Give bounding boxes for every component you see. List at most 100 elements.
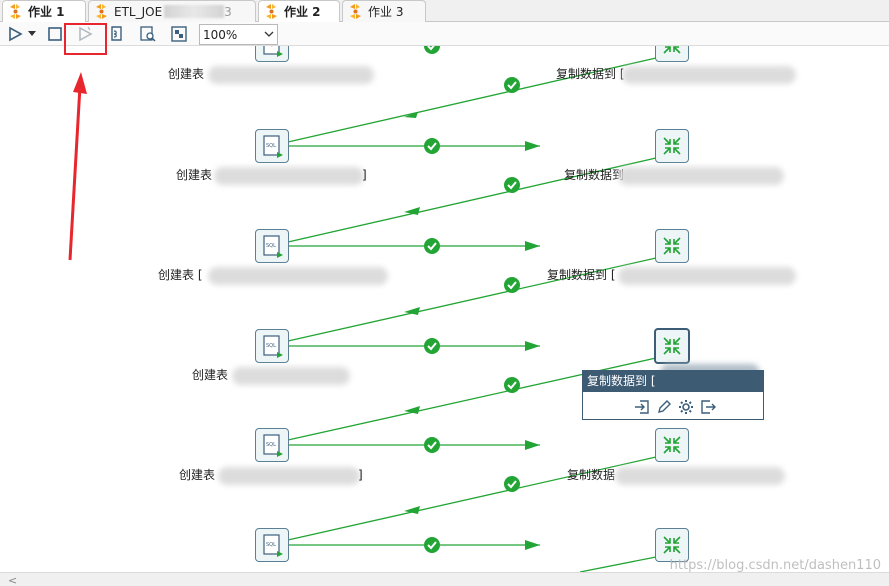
hop-arrow bbox=[525, 540, 540, 550]
svg-text:SQL: SQL bbox=[266, 143, 276, 149]
sql-script-icon: SQL bbox=[263, 534, 283, 557]
job-icon bbox=[266, 4, 277, 19]
sql-step-label: 创建表 bbox=[176, 168, 213, 182]
job-icon bbox=[350, 4, 361, 19]
label-bracket: ] bbox=[362, 168, 367, 182]
zoom-select[interactable]: 100% bbox=[199, 24, 278, 45]
svg-text:SQL: SQL bbox=[266, 243, 276, 249]
sql-step-label: 创建表 bbox=[192, 368, 229, 382]
annotation-arrow bbox=[68, 72, 87, 261]
tab-label: 作业 2 bbox=[284, 5, 321, 19]
success-check-icon bbox=[424, 138, 440, 154]
label-bracket: ] bbox=[358, 468, 363, 482]
tab-label-suffix: 3 bbox=[224, 4, 232, 19]
svg-text:SQL: SQL bbox=[266, 343, 276, 349]
redacted-text bbox=[218, 467, 360, 485]
run-button[interactable] bbox=[5, 24, 25, 44]
success-check-icon bbox=[424, 437, 440, 453]
hop-arrow bbox=[404, 112, 418, 118]
success-check-icon bbox=[424, 537, 440, 553]
job-icon bbox=[10, 4, 21, 19]
sql-script-icon: SQL bbox=[263, 434, 283, 457]
tab-job-1[interactable]: 作业 1 bbox=[2, 0, 86, 22]
copy-step-node[interactable] bbox=[655, 129, 689, 163]
copy-step-node[interactable] bbox=[655, 528, 689, 562]
sql-step-node[interactable]: SQL bbox=[255, 528, 289, 562]
success-check-icon bbox=[424, 46, 440, 54]
input-icon[interactable] bbox=[633, 398, 651, 416]
sql-step-node[interactable]: SQL bbox=[255, 428, 289, 462]
success-check-icon bbox=[504, 377, 520, 393]
sql-script-icon bbox=[111, 26, 122, 41]
sql-script-icon: SQL bbox=[263, 46, 283, 57]
sql-step-label: 创建表 [ bbox=[158, 268, 203, 282]
hop-arrow bbox=[525, 241, 540, 251]
sql-step-node[interactable]: SQL bbox=[255, 46, 289, 62]
hop-arrow bbox=[404, 406, 420, 414]
run-dropdown-button[interactable] bbox=[26, 24, 38, 44]
copy-step-node[interactable] bbox=[655, 229, 689, 263]
job-toolbar: 100% bbox=[0, 22, 889, 46]
scroll-left-icon[interactable]: < bbox=[8, 574, 18, 586]
annotation-highlight-box bbox=[64, 23, 107, 55]
copy-step-node[interactable] bbox=[655, 428, 689, 462]
redacted-text bbox=[615, 467, 785, 485]
hop-arrow bbox=[404, 207, 420, 215]
edit-icon[interactable] bbox=[655, 398, 673, 416]
horizontal-scrollbar[interactable]: < bbox=[0, 572, 889, 586]
svg-text:SQL: SQL bbox=[266, 46, 276, 48]
svg-text:SQL: SQL bbox=[266, 542, 276, 548]
success-check-icon bbox=[504, 476, 520, 492]
copy-data-icon bbox=[663, 536, 681, 554]
tab-job-3[interactable]: 作业 3 bbox=[342, 0, 426, 22]
redacted-text bbox=[622, 66, 796, 84]
hop-line bbox=[287, 57, 657, 143]
redacted-text bbox=[214, 167, 364, 185]
copy-step-node[interactable] bbox=[655, 46, 689, 62]
redacted-text bbox=[208, 267, 388, 285]
copy-step-label: 复制数据到 [ bbox=[547, 268, 616, 282]
tab-label: ETL_JOE bbox=[114, 4, 163, 19]
hop-arrow bbox=[404, 506, 420, 514]
success-check-icon bbox=[424, 238, 440, 254]
sql-step-node[interactable]: SQL bbox=[255, 329, 289, 363]
copy-step-node-selected[interactable] bbox=[654, 328, 690, 364]
job-icon bbox=[96, 4, 107, 19]
sql-script-icon: SQL bbox=[263, 335, 283, 358]
stop-button[interactable] bbox=[45, 24, 65, 44]
settings-icon[interactable] bbox=[677, 398, 695, 416]
run-options-button[interactable] bbox=[76, 24, 96, 44]
hop-line bbox=[287, 157, 657, 243]
chevron-down-icon bbox=[28, 31, 36, 36]
copy-step-label: 复制数据到 bbox=[564, 168, 625, 182]
tab-etl-job[interactable]: ETL_JOE 3 bbox=[88, 0, 256, 22]
run-icon bbox=[9, 26, 23, 42]
sql-preview-button[interactable] bbox=[107, 24, 127, 44]
copy-data-icon bbox=[663, 337, 681, 355]
search-log-button[interactable] bbox=[138, 24, 158, 44]
redacted-text bbox=[208, 66, 374, 84]
hop-line bbox=[287, 257, 657, 342]
tab-job-2[interactable]: 作业 2 bbox=[258, 0, 340, 22]
layout-icon bbox=[171, 26, 187, 42]
sql-step-node[interactable]: SQL bbox=[255, 129, 289, 163]
stop-icon bbox=[48, 27, 62, 41]
copy-step-label: 复制数据到 [ bbox=[556, 67, 625, 81]
sql-script-icon: SQL bbox=[263, 235, 283, 258]
popup-title: 复制数据到 [ bbox=[583, 371, 763, 392]
copy-data-icon bbox=[663, 137, 681, 155]
copy-data-icon bbox=[663, 46, 681, 54]
hop-arrow bbox=[404, 307, 420, 315]
sql-step-node[interactable]: SQL bbox=[255, 229, 289, 263]
redacted-text bbox=[164, 5, 225, 18]
tab-bar: 作业 1 ETL_JOE 3 作业 2 bbox=[0, 0, 889, 22]
layout-button[interactable] bbox=[169, 24, 189, 44]
sql-step-label: 创建表 bbox=[168, 67, 205, 81]
hop-arrow bbox=[525, 141, 540, 151]
sql-step-label: 创建表 bbox=[179, 468, 216, 482]
success-check-icon bbox=[504, 77, 520, 93]
job-canvas[interactable]: SQL SQL SQL SQL SQL SQL bbox=[0, 46, 889, 572]
success-check-icon bbox=[504, 177, 520, 193]
output-icon[interactable] bbox=[699, 398, 717, 416]
